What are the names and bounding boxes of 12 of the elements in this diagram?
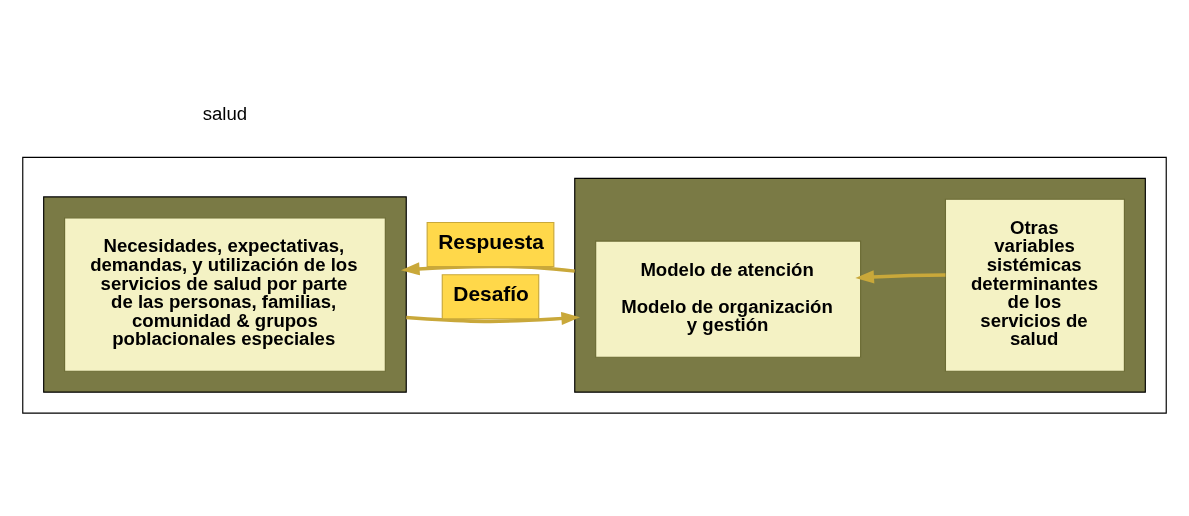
label: salud [202, 102, 248, 124]
arrow [855, 269, 946, 283]
node-box: Modelo de atención Modelo de organización y gestión [595, 240, 862, 358]
arrow [400, 261, 575, 275]
cluster [43, 195, 407, 393]
edge-label: Desafío [453, 281, 529, 305]
cluster [574, 177, 1146, 393]
node-box: Otras variables sistémicas determinantes de los servicios de salud [944, 198, 1125, 372]
cluster [22, 156, 1167, 414]
edge-label: Respuesta [438, 229, 544, 253]
arrow [406, 311, 580, 325]
node-box: Necesidades, expectativas, demandas, y utilización de los servicios de salud por parte de las personas, familias, comunidad & grupos poblacionales especiales [64, 216, 386, 372]
